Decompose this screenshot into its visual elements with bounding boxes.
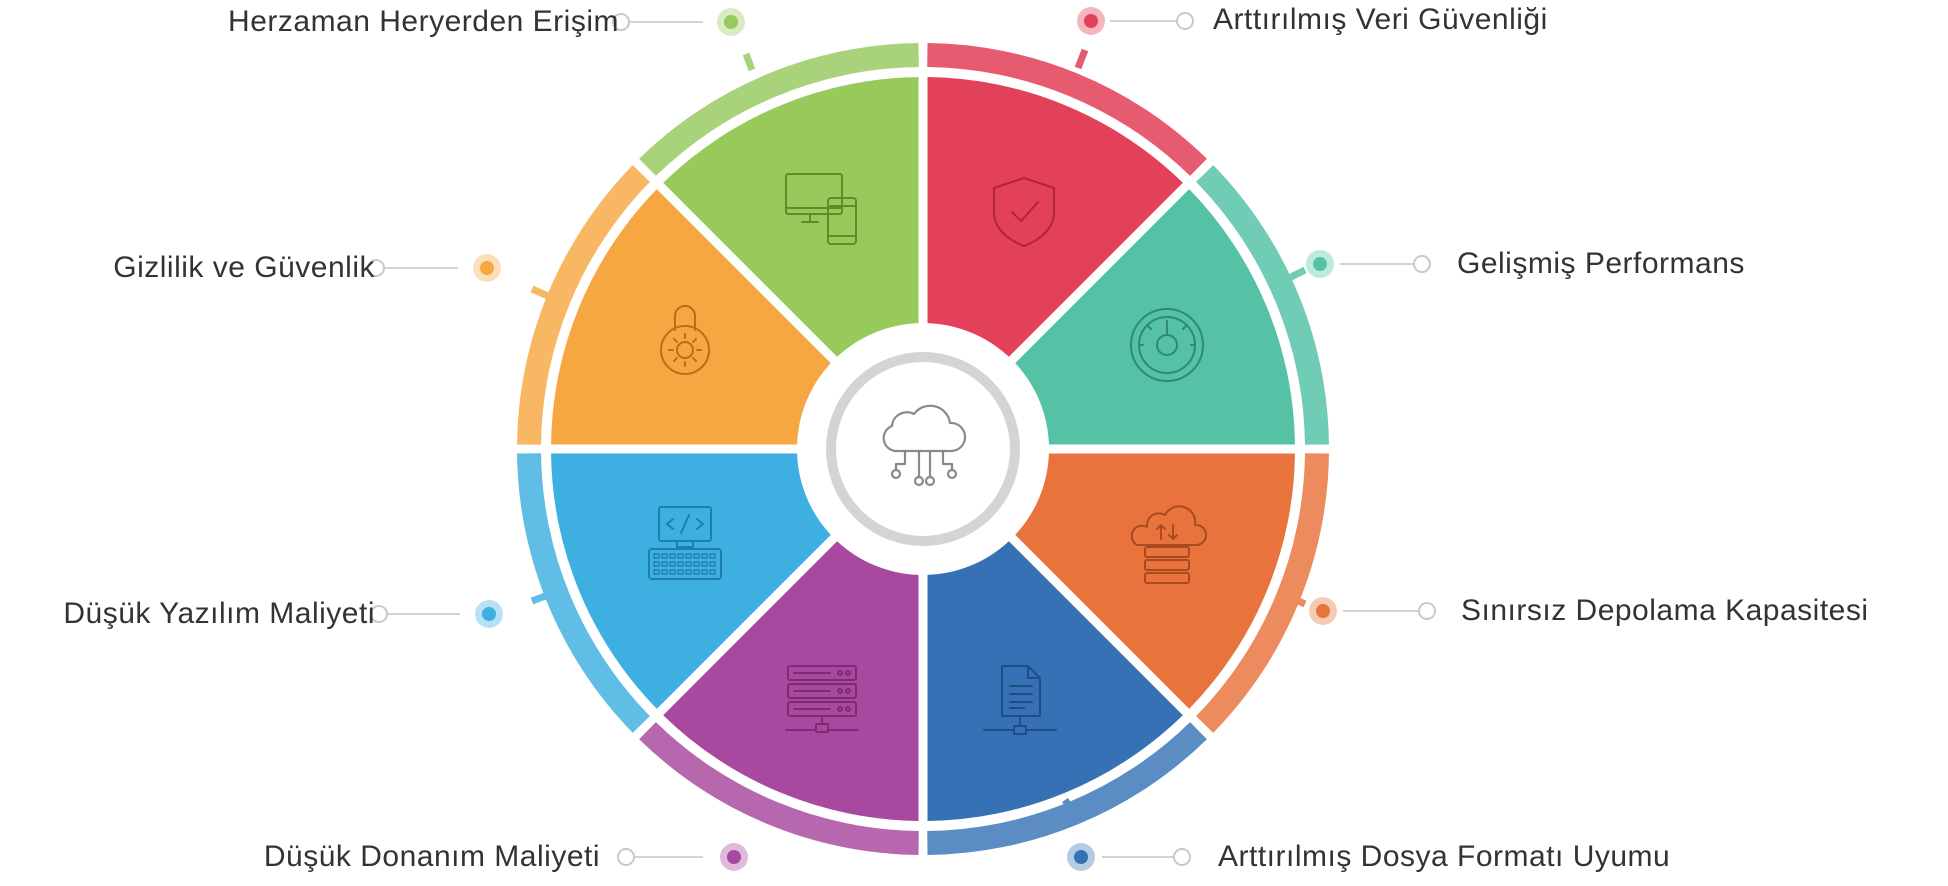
- connector-dot-performans: [1313, 257, 1327, 271]
- wedge-erisim: [663, 77, 919, 357]
- connector-dot-erisim: [724, 15, 738, 29]
- center-hub-background: [799, 325, 1047, 573]
- label-depolama: Sınırsız Depolama Kapasitesi: [1461, 594, 1869, 627]
- wedge-veri-guvenligi: [927, 77, 1183, 357]
- label-veri-guvenligi: Arttırılmış Veri Güvenliği: [1213, 3, 1548, 36]
- connector-dot-depolama: [1316, 604, 1330, 618]
- connector-dot-dosya-formati: [1074, 850, 1088, 864]
- connector-end-circle-depolama: [1418, 602, 1436, 620]
- connectors: [367, 7, 1436, 871]
- padlock-icon: [660, 305, 710, 375]
- center-hub-ring: [826, 352, 1020, 546]
- document-network-icon: [983, 665, 1057, 735]
- ring-segment-gizlilik: [517, 165, 650, 445]
- server-rack-icon: [785, 665, 859, 733]
- ring-segment-yazilim: [517, 453, 650, 733]
- connector-end-circle-donanim: [617, 848, 635, 866]
- shield-check-icon: [993, 177, 1055, 247]
- label-gizlilik: Gizlilik ve Güvenlik: [113, 251, 375, 284]
- label-performans: Gelişmiş Performans: [1457, 247, 1745, 280]
- wedge-gizlilik: [551, 189, 831, 445]
- center-hub: [799, 325, 1047, 573]
- wedges: [551, 77, 1295, 821]
- wedge-dosya-formati: [927, 541, 1183, 821]
- label-dosya-formati: Arttırılmış Dosya Formatı Uyumu: [1218, 840, 1671, 873]
- connector-end-circle-gizlilik: [367, 259, 385, 277]
- connector-end-circle-yazilim: [370, 605, 388, 623]
- label-donanim: Düşük Donanım Maliyeti: [263, 840, 600, 873]
- ring-segment-donanim: [639, 722, 919, 855]
- ring-segment-dosya-formati: [927, 722, 1207, 855]
- label-erisim: Herzaman Heryerden Erişim: [228, 5, 619, 38]
- ring-segment-veri-guvenligi: [927, 43, 1207, 176]
- segment-icons: [648, 173, 1207, 735]
- connector-dot-gizlilik: [480, 261, 494, 275]
- label-yazilim: Düşük Yazılım Maliyeti: [63, 597, 375, 630]
- connector-end-circle-veri-guvenligi: [1176, 12, 1194, 30]
- wedge-donanim: [663, 541, 919, 821]
- connector-end-circle-dosya-formati: [1173, 848, 1191, 866]
- outer-ring: [517, 43, 1329, 855]
- code-computer-icon: [648, 506, 722, 580]
- wedge-performans: [1015, 189, 1295, 445]
- connector-stub-gizlilik: [530, 285, 550, 300]
- devices-icon: [785, 173, 857, 245]
- cloud-storage-icon: [1130, 505, 1207, 584]
- ring-segment-performans: [1196, 165, 1329, 445]
- speedometer-icon: [1130, 308, 1204, 382]
- connector-dot-veri-guvenligi: [1084, 14, 1098, 28]
- connector-stub-erisim: [742, 52, 756, 72]
- connector-stub-veri-guvenligi: [1074, 48, 1089, 70]
- ring-segment-erisim: [639, 43, 919, 176]
- ring-segment-depolama: [1196, 453, 1329, 733]
- connector-end-circle-performans: [1413, 255, 1431, 273]
- connector-dot-donanim: [727, 850, 741, 864]
- cloud-network-icon: [882, 404, 967, 487]
- connector-end-circle-erisim: [612, 13, 630, 31]
- connector-dot-yazilim: [482, 607, 496, 621]
- wedge-yazilim: [551, 453, 831, 709]
- wedge-depolama: [1015, 453, 1295, 709]
